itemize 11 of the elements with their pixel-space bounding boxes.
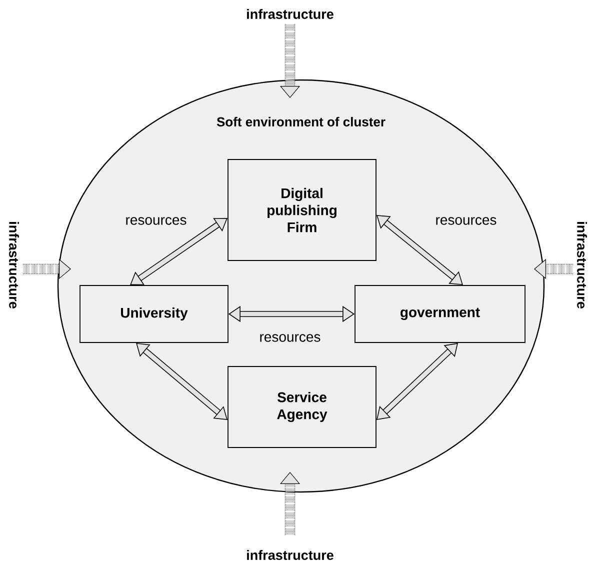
edge-label: resources bbox=[436, 217, 496, 225]
infrastructure-label: infrastructure bbox=[577, 222, 587, 308]
actor-box: Service Agency bbox=[228, 366, 376, 448]
actor-box: government bbox=[354, 285, 526, 343]
actor-box: Digital publishing Firm bbox=[228, 159, 376, 261]
edge-label: resources bbox=[260, 334, 320, 342]
infrastructure-label: infrastructure bbox=[247, 550, 334, 560]
infrastructure-label: infrastructure bbox=[9, 222, 19, 308]
edge-label: resources bbox=[126, 217, 186, 225]
infrastructure-label: infrastructure bbox=[247, 9, 334, 19]
actor-box: University bbox=[80, 285, 228, 343]
